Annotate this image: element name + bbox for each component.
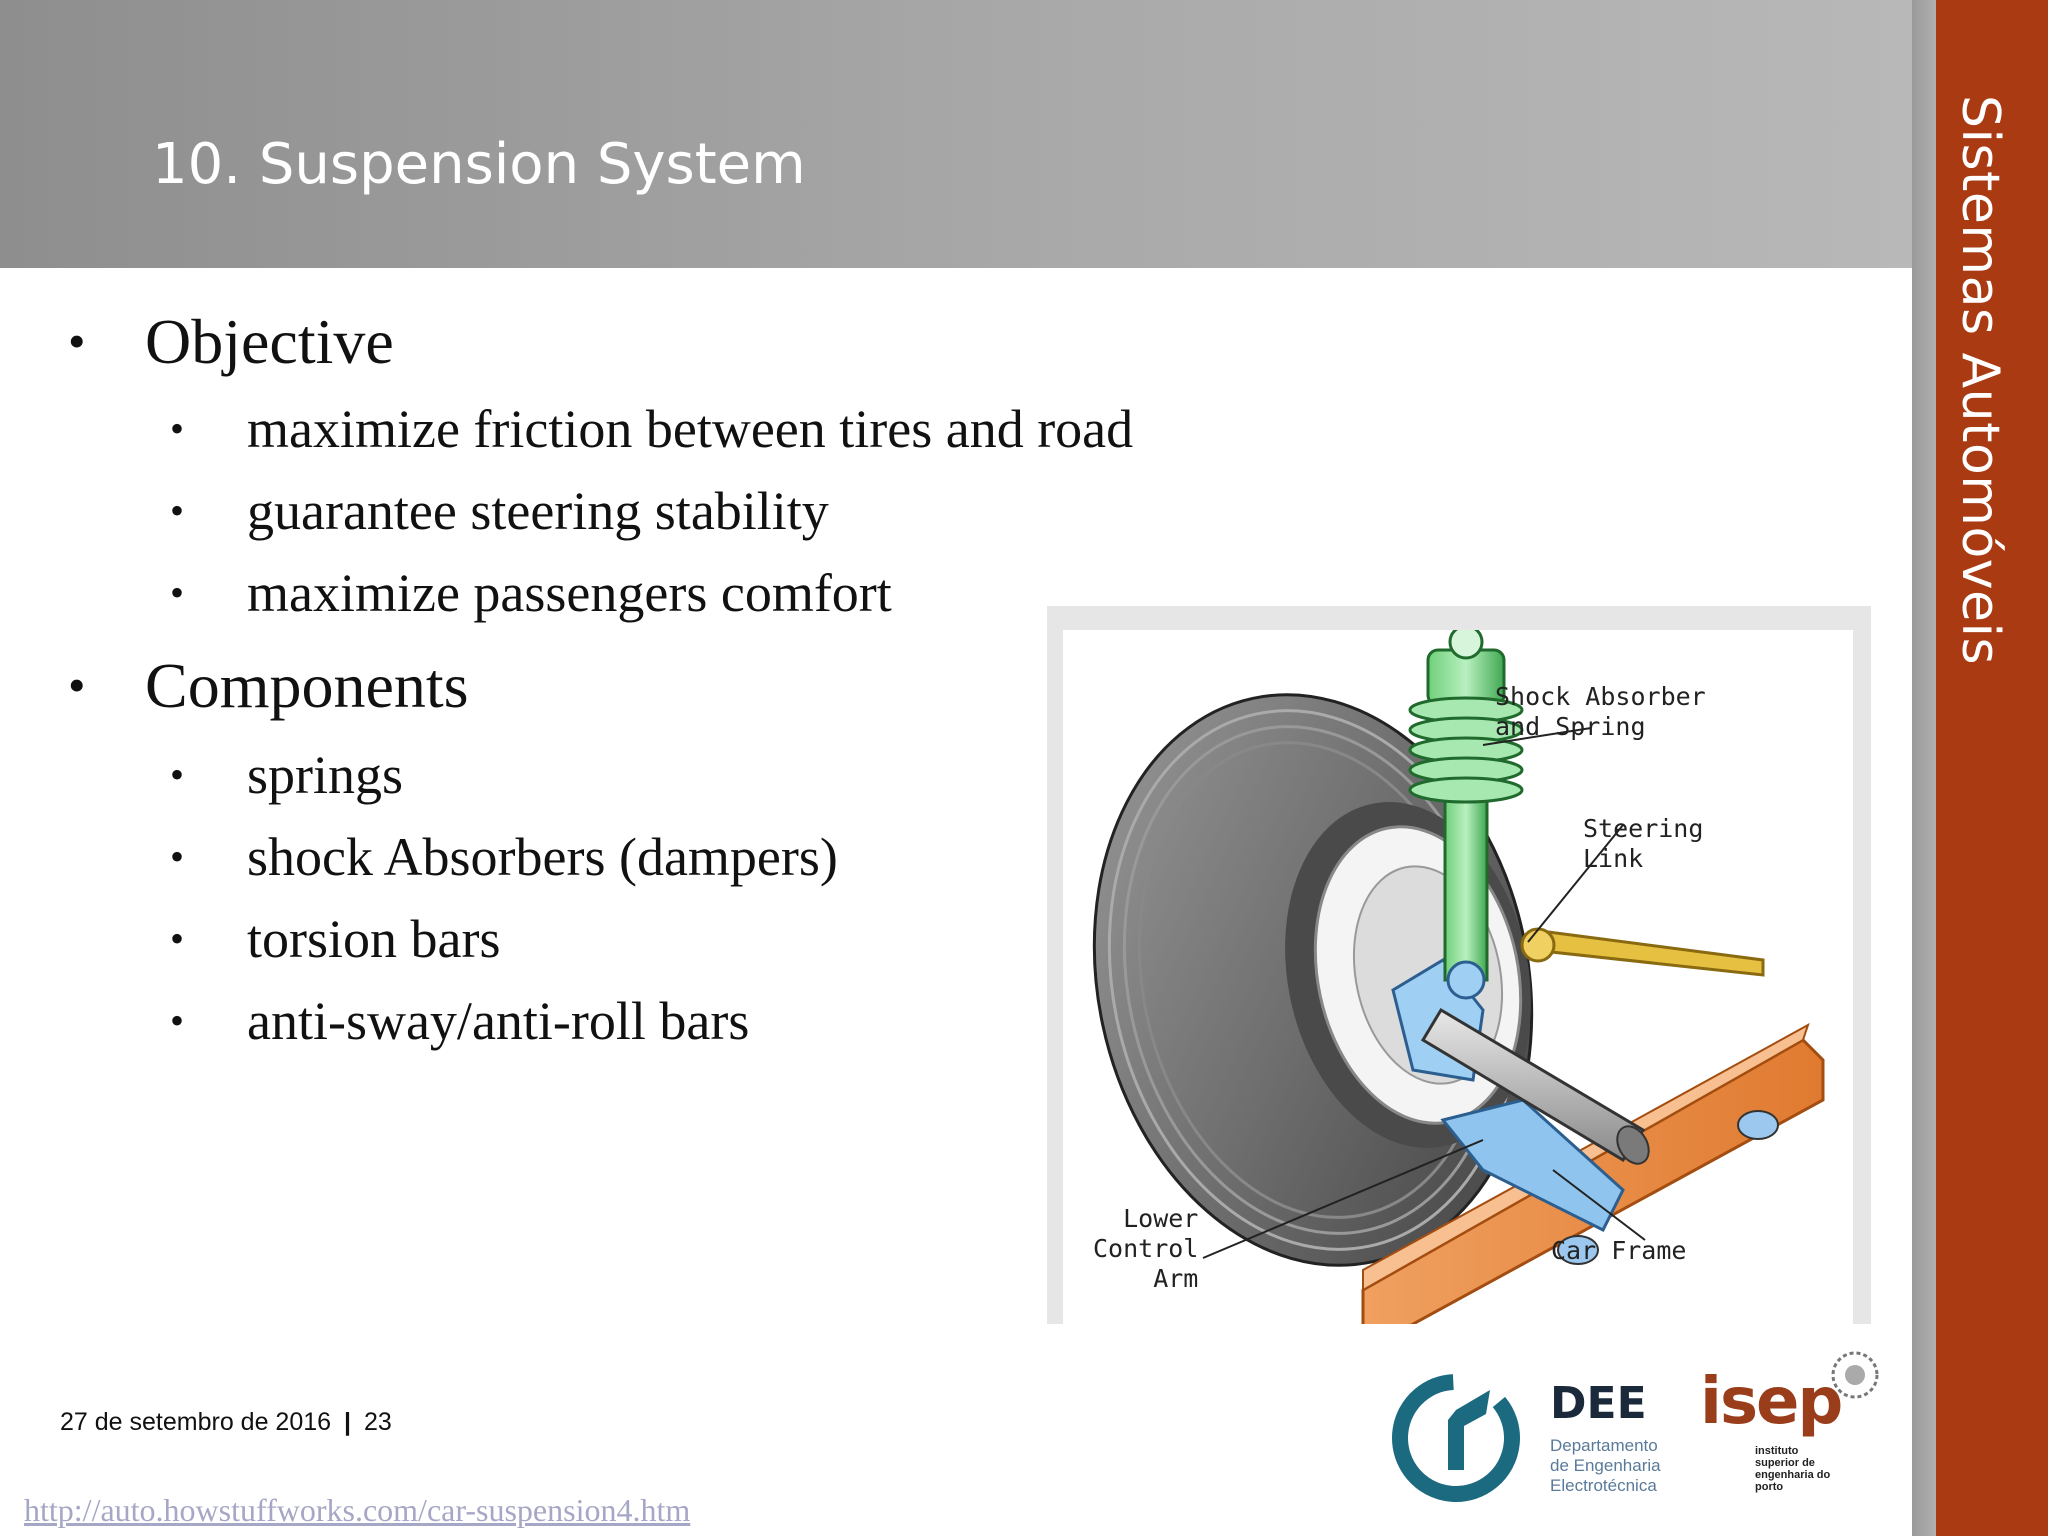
dee-name: DEE xyxy=(1550,1378,1647,1429)
bullet-marker: • xyxy=(170,752,185,797)
bullet-marker: • xyxy=(170,488,185,533)
suspension-illustration xyxy=(1092,624,1825,1337)
side-divider xyxy=(1912,0,1936,1536)
footer-date-page: 27 de setembro de 2016 | 23 xyxy=(60,1408,392,1437)
footer-date: 27 de setembro de 2016 xyxy=(60,1408,332,1436)
bullet-marker: • xyxy=(170,998,185,1043)
side-bar xyxy=(1936,0,2048,1536)
slide-header xyxy=(0,0,1912,268)
source-link[interactable]: http://auto.howstuffworks.com/car-suspen… xyxy=(24,1492,691,1528)
dee-logo: DEE Departamento de Engenharia Electroté… xyxy=(1390,1370,1690,1510)
axle xyxy=(1420,1007,1650,1165)
isep-emblem-icon xyxy=(1831,1351,1879,1399)
isep-line-1: instituto xyxy=(1755,1445,1799,1457)
bullet-marker: • xyxy=(68,657,86,713)
dee-line-2: de Engenharia xyxy=(1550,1456,1661,1475)
isep-name: isep xyxy=(1700,1365,1843,1439)
bullet-marker: • xyxy=(170,406,185,451)
bullet-marker: • xyxy=(170,834,185,879)
page-number: 23 xyxy=(363,1408,392,1436)
footer-separator: | xyxy=(344,1408,351,1436)
suspension-diagram: Shock Absorber and Spring Steering Link … xyxy=(1047,606,1871,1337)
bullet-marker: • xyxy=(170,916,185,961)
dee-emblem-icon xyxy=(1392,1374,1520,1502)
list-item: maximize passengers comfort xyxy=(247,563,892,623)
isep-line-3: engenharia do xyxy=(1755,1469,1831,1481)
label-shock-absorber: Shock Absorber and Spring xyxy=(1495,682,1706,741)
isep-logo: isep instituto superior de engenharia do… xyxy=(1700,1345,1890,1505)
isep-subtitle: instituto superior de engenharia do port… xyxy=(1755,1445,1830,1493)
list-item: guarantee steering stability xyxy=(247,481,829,541)
dee-subtitle: Departamento de Engenharia Electrotécnic… xyxy=(1550,1436,1661,1496)
list-item: springs xyxy=(247,745,404,805)
dee-line-1: Departamento xyxy=(1550,1436,1658,1455)
section-heading-objective: Objective xyxy=(145,306,394,377)
steering-link xyxy=(1520,927,1765,977)
slide-title: 10. Suspension System xyxy=(152,132,806,197)
list-item: shock Absorbers (dampers) xyxy=(247,827,838,887)
list-item: torsion bars xyxy=(247,909,501,969)
dee-line-3: Electrotécnica xyxy=(1550,1476,1657,1495)
section-heading-components: Components xyxy=(145,650,469,721)
side-label: Sistemas Automóveis xyxy=(1950,95,2010,666)
list-item: anti-sway/anti-roll bars xyxy=(247,991,750,1051)
list-item: maximize friction between tires and road xyxy=(247,399,1134,459)
isep-line-2: superior de xyxy=(1755,1457,1815,1469)
bullet-marker: • xyxy=(170,570,185,615)
leader-lines xyxy=(1202,727,1646,1259)
label-steering-link: Steering Link xyxy=(1583,814,1704,873)
diagram-canvas: Shock Absorber and Spring Steering Link … xyxy=(1063,624,1853,1337)
bullet-marker: • xyxy=(68,313,86,369)
label-car-frame: Car Frame xyxy=(1551,1236,1687,1265)
isep-line-4: porto xyxy=(1755,1481,1784,1493)
label-lower-control-arm: Lower Control Arm xyxy=(1093,1204,1199,1293)
